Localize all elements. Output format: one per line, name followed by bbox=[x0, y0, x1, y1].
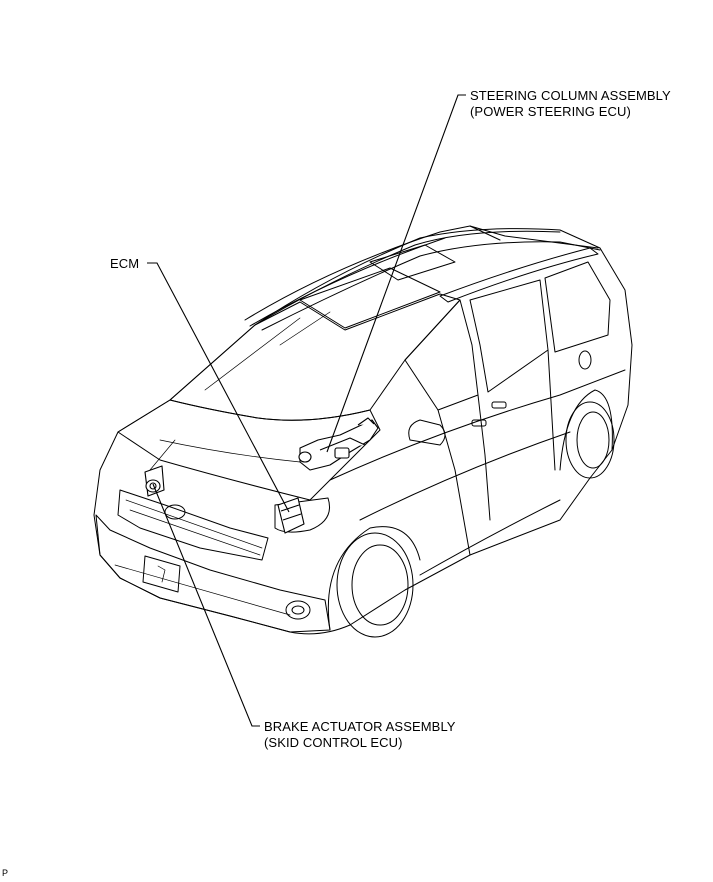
figure-code: P bbox=[2, 868, 9, 878]
roof-rail-left bbox=[244, 225, 501, 321]
rear-quarter-window bbox=[544, 261, 611, 353]
roof-rail-right bbox=[439, 247, 599, 303]
license-plate bbox=[142, 555, 181, 593]
ecm-component bbox=[277, 497, 305, 534]
windshield bbox=[169, 293, 461, 421]
fog-light bbox=[285, 600, 311, 620]
brake-actuator-component bbox=[144, 465, 165, 497]
steering-column-label: STEERING COLUMN ASSEMBLY (POWER STEERING… bbox=[470, 88, 671, 120]
steering-column-label-line1: STEERING COLUMN ASSEMBLY bbox=[470, 88, 671, 103]
front-grille bbox=[117, 489, 269, 561]
front-bumper bbox=[95, 514, 331, 633]
front-wheel-arch bbox=[327, 526, 421, 631]
sunroof-front bbox=[299, 267, 441, 329]
side-mirror bbox=[408, 419, 446, 446]
emblem bbox=[164, 504, 186, 520]
minivan-illustration bbox=[93, 225, 633, 638]
rear-wheel-arch bbox=[559, 389, 613, 471]
body-outline bbox=[93, 228, 633, 635]
brake-actuator-label-line1: BRAKE ACTUATOR ASSEMBLY bbox=[264, 719, 456, 734]
rear-wheel bbox=[565, 401, 615, 479]
door-seam bbox=[477, 394, 491, 521]
ecm-label-line1: ECM bbox=[110, 256, 140, 271]
front-wheel bbox=[336, 532, 414, 638]
front-side-window bbox=[404, 299, 479, 411]
sliding-door-window bbox=[469, 279, 549, 393]
ecm-label: ECM bbox=[110, 256, 139, 272]
brake-actuator-label-line2: (SKID CONTROL ECU) bbox=[264, 735, 403, 750]
hood bbox=[117, 399, 381, 501]
ecm-leader-line bbox=[147, 262, 290, 513]
steering-column-label-line2: (POWER STEERING ECU) bbox=[470, 104, 631, 119]
headlight bbox=[274, 497, 330, 533]
steering-leader-line bbox=[326, 94, 466, 453]
brake-actuator-label: BRAKE ACTUATOR ASSEMBLY (SKID CONTROL EC… bbox=[264, 719, 456, 751]
sunroof-rear bbox=[369, 244, 456, 281]
brake-leader-line bbox=[152, 483, 260, 727]
